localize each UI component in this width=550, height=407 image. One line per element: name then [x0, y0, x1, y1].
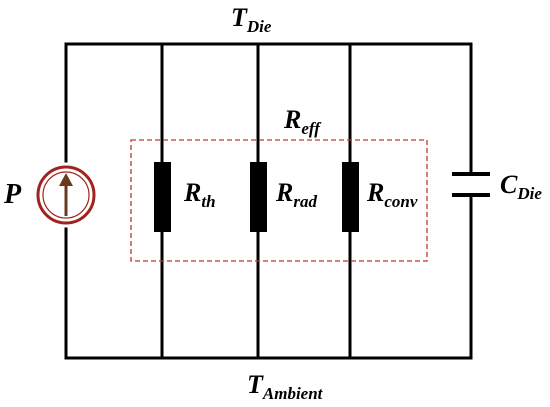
label-r-th: Rth [183, 178, 216, 211]
label-t-die: TDie [231, 3, 272, 36]
label-r-rad: Rrad [275, 178, 317, 211]
label-r-conv: Rconv [366, 178, 418, 211]
label-r-eff: Reff [283, 105, 322, 138]
label-p: P [3, 179, 22, 210]
r-rad-resistor [250, 162, 267, 232]
current-source-inner-ring [42, 171, 90, 219]
r-conv-resistor [342, 162, 359, 232]
label-c-die: CDie [500, 170, 542, 203]
capacitor [452, 172, 490, 197]
r-eff-dashed-box [130, 139, 428, 262]
current-arrow-head [59, 173, 73, 186]
label-t-ambient: TAmbient [247, 370, 324, 403]
r-th-resistor [154, 162, 171, 232]
current-source [36, 165, 96, 225]
